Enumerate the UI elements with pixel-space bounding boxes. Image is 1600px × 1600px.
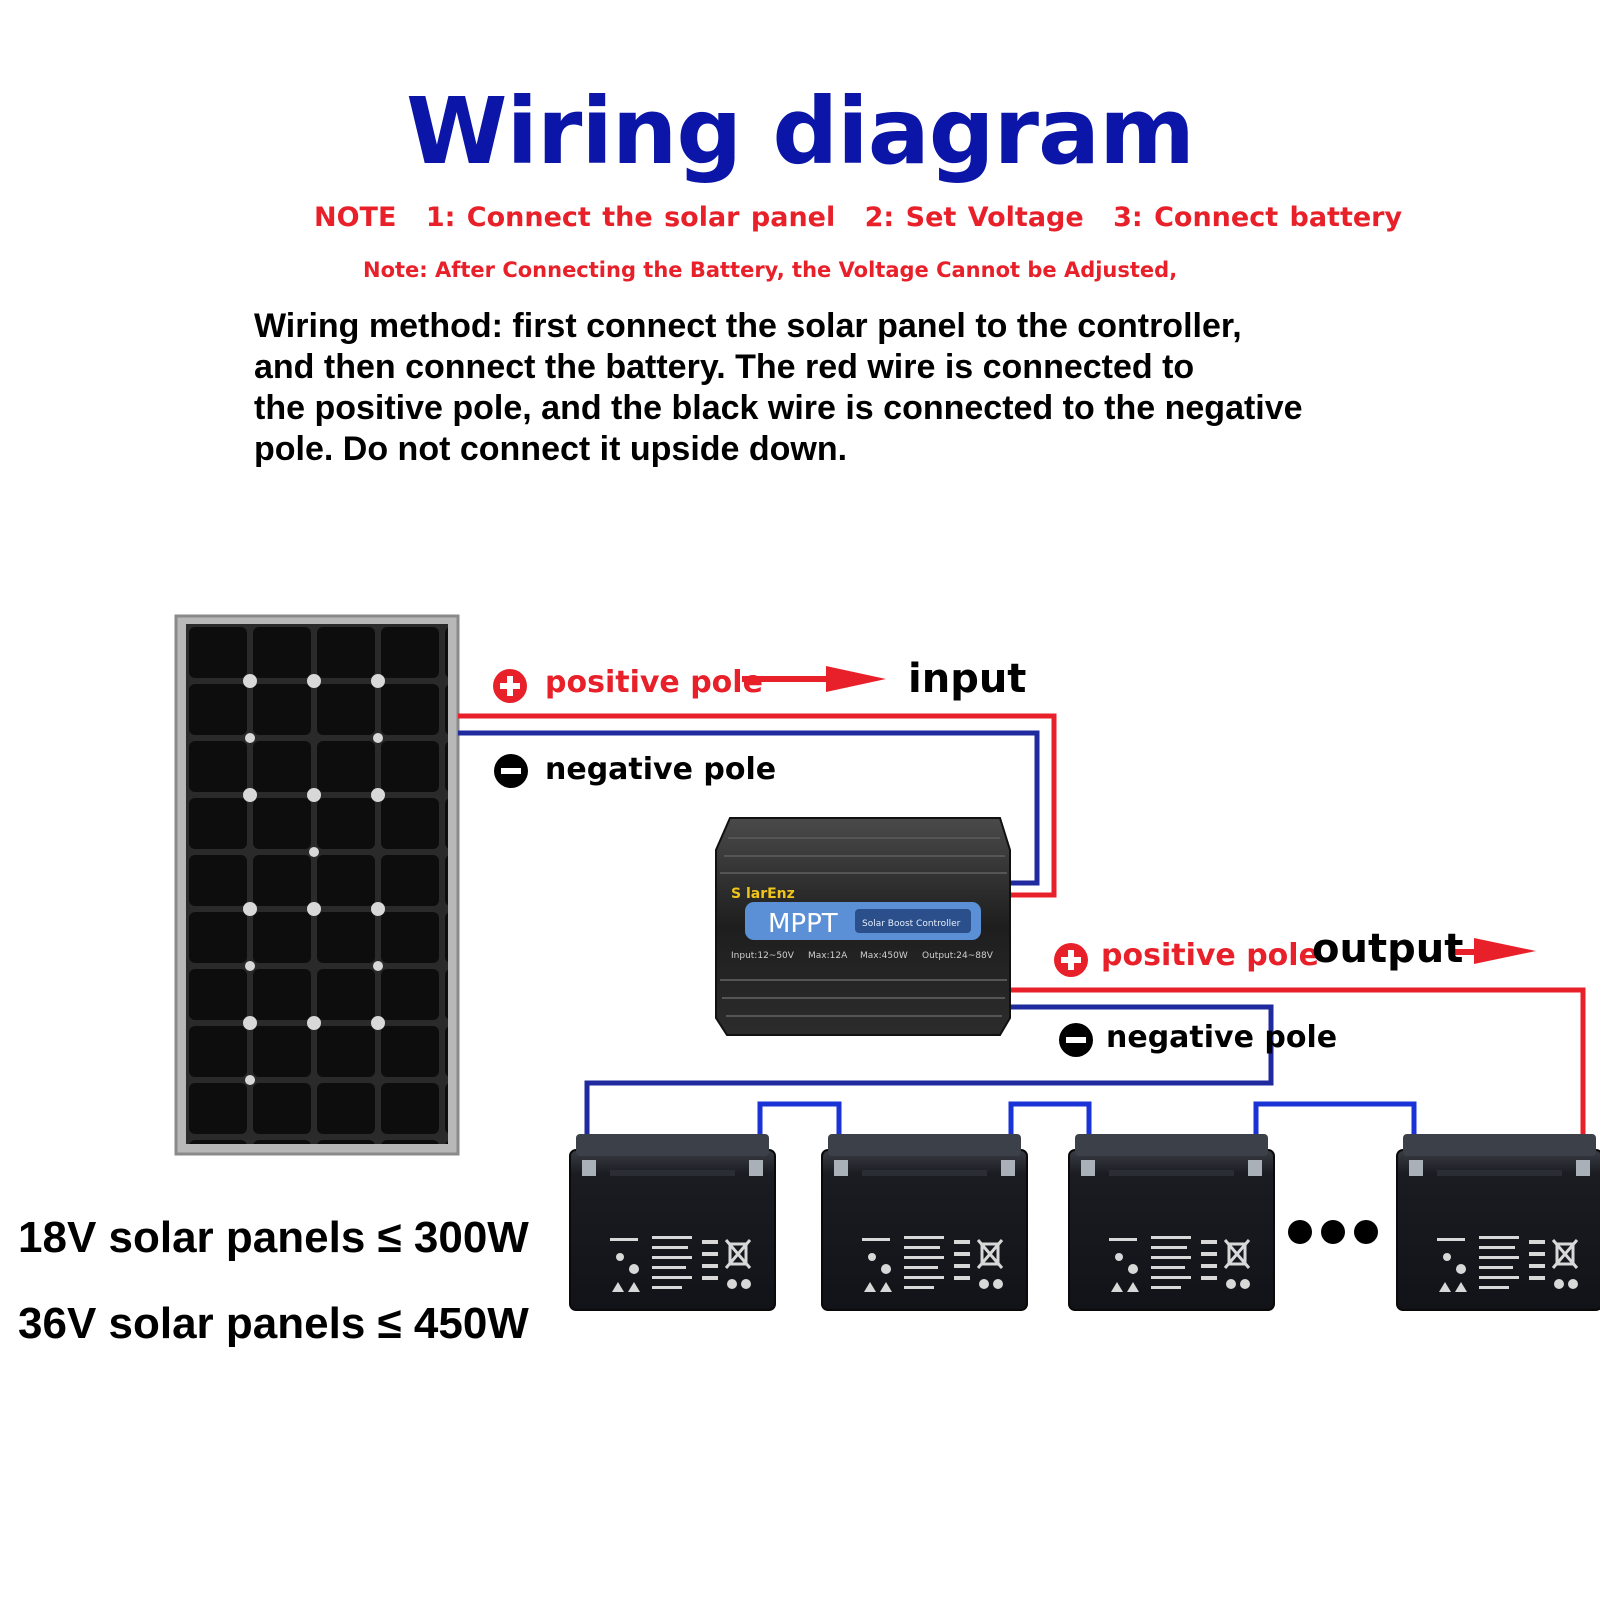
battery-icon	[569, 1134, 776, 1311]
input-positive-wire	[458, 713, 1057, 898]
arrow-right-icon	[1452, 938, 1536, 964]
panel-limit-36v: 36V solar panels ≤ 450W	[18, 1299, 529, 1348]
note-step-2: 2: Set Voltage	[864, 202, 1084, 233]
plus-circle-icon	[493, 669, 527, 703]
battery-bank	[569, 1134, 1600, 1311]
controller-spec: Output:24~88V	[922, 951, 994, 961]
controller-brand: S larEnz	[731, 886, 795, 902]
mppt-controller-icon: S larEnz MPPT Solar Boost Controller Inp…	[715, 817, 1011, 1036]
solar-panel-icon	[174, 614, 460, 1156]
page-title: Wiring diagram	[406, 78, 1195, 185]
controller-subtitle: Solar Boost Controller	[862, 919, 961, 929]
arrow-right-icon	[742, 666, 886, 692]
input-positive-label: positive pole	[545, 665, 763, 700]
note-step-1: 1: Connect the solar panel	[425, 202, 836, 233]
controller-spec: Max:12A	[808, 951, 848, 961]
controller-spec: Input:12~50V	[731, 951, 795, 961]
controller-spec: Max:450W	[860, 951, 908, 961]
output-negative-wire	[584, 1004, 1274, 1170]
output-positive-label: positive pole	[1101, 938, 1319, 973]
ellipsis-icon	[1288, 1220, 1378, 1244]
battery-icon	[821, 1134, 1028, 1311]
wiring-method-line: pole. Do not connect it upside down.	[254, 430, 848, 468]
wiring-method-text: Wiring method: first connect the solar p…	[254, 306, 1504, 470]
input-label: input	[908, 656, 1027, 702]
input-negative-wire	[458, 730, 1040, 886]
minus-circle-icon	[1059, 1023, 1093, 1057]
wiring-method-line: Wiring method: first connect the solar p…	[254, 307, 1242, 345]
controller-model: MPPT	[768, 909, 838, 939]
panel-limit-18v: 18V solar panels ≤ 300W	[18, 1213, 529, 1262]
minus-circle-icon	[494, 754, 528, 788]
note-warning: Note: After Connecting the Battery, the …	[363, 258, 1178, 282]
wiring-method-line: the positive pole, and the black wire is…	[254, 389, 1303, 427]
plus-circle-icon	[1054, 943, 1088, 977]
wiring-method-line: and then connect the battery. The red wi…	[254, 348, 1195, 386]
note-steps: NOTE 1: Connect the solar panel 2: Set V…	[314, 202, 1420, 233]
output-positive-wire	[1010, 987, 1586, 1170]
output-negative-label: negative pole	[1106, 1020, 1338, 1055]
output-label: output	[1312, 926, 1464, 972]
note-step-3: 3: Connect battery	[1113, 202, 1403, 233]
battery-icon	[1396, 1134, 1600, 1311]
note-prefix: NOTE	[314, 202, 397, 233]
battery-icon	[1068, 1134, 1275, 1311]
input-negative-label: negative pole	[545, 752, 777, 787]
